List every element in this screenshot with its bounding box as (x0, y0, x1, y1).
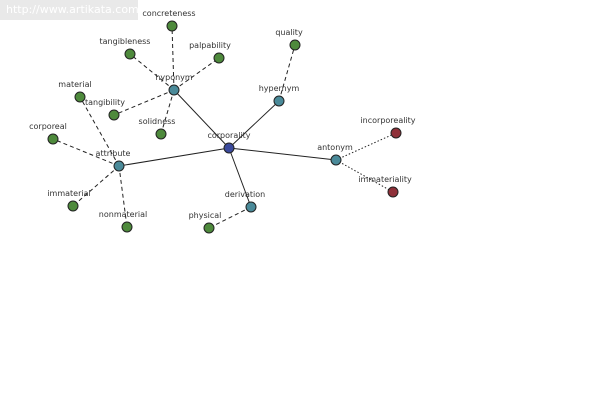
node-material[interactable]: material (58, 80, 92, 103)
node-label-attribute: attribute (96, 149, 131, 158)
node-dot-palpability[interactable] (213, 52, 225, 64)
edge-hyponym-palpability (173, 57, 220, 91)
edge-hyponym-tangibility (113, 89, 175, 116)
node-corporality[interactable]: corporality (207, 131, 251, 154)
node-hyponym[interactable]: hyponym (155, 73, 193, 96)
node-label-hypernym: hypernym (259, 84, 300, 93)
node-incorporeality[interactable]: incorporeality (360, 116, 416, 139)
edge-corporality-hyponym (173, 89, 230, 149)
node-dot-nonmaterial[interactable] (121, 221, 133, 233)
edge-derivation-physical (208, 206, 252, 229)
node-dot-corporeal[interactable] (47, 133, 59, 145)
edge-attribute-corporeal (52, 138, 120, 167)
node-dot-corporality[interactable] (223, 142, 235, 154)
edge-hyponym-concreteness (171, 25, 175, 91)
node-label-incorporeality: incorporeality (360, 116, 415, 125)
node-immaterial[interactable]: immaterial (47, 189, 91, 212)
edge-corporality-derivation (228, 147, 252, 208)
node-label-concreteness: concreteness (142, 9, 195, 18)
node-label-derivation: derivation (225, 190, 265, 199)
node-label-tangibility: tangibility (85, 98, 125, 107)
node-label-hyponym: hyponym (155, 73, 193, 82)
node-concreteness[interactable]: concreteness (142, 9, 196, 32)
node-dot-material[interactable] (74, 91, 86, 103)
edge-corporality-hypernym (228, 100, 280, 149)
edge-hypernym-quality (278, 44, 296, 102)
node-label-immateriality: immateriality (358, 175, 412, 184)
node-immateriality[interactable]: immateriality (358, 175, 412, 198)
node-dot-quality[interactable] (289, 39, 301, 51)
edge-attribute-nonmaterial (118, 165, 128, 228)
node-derivation[interactable]: derivation (225, 190, 265, 213)
node-dot-physical[interactable] (203, 222, 215, 234)
node-dot-concreteness[interactable] (166, 20, 178, 32)
node-dot-derivation[interactable] (245, 201, 257, 213)
node-label-quality: quality (275, 28, 303, 37)
node-dot-solidness[interactable] (155, 128, 167, 140)
node-label-material: material (58, 80, 91, 89)
node-label-solidness: solidness (139, 117, 176, 126)
node-dot-immaterial[interactable] (67, 200, 79, 212)
node-dot-tangibleness[interactable] (124, 48, 136, 60)
node-antonym[interactable]: antonym (317, 143, 353, 166)
node-physical[interactable]: physical (189, 211, 222, 234)
edge-attribute-material (79, 96, 120, 167)
node-dot-hypernym[interactable] (273, 95, 285, 107)
nodes-layer: corporality hyponym hypernym antonym attribu… (29, 9, 416, 234)
watermark-url: http://www.artikata.com (0, 0, 139, 20)
edge-antonym-incorporeality (335, 132, 397, 161)
edge-antonym-immateriality (335, 159, 394, 193)
node-attribute[interactable]: attribute (96, 149, 131, 172)
node-label-physical: physical (189, 211, 222, 220)
node-label-palpability: palpability (189, 41, 231, 50)
edge-hyponym-solidness (160, 89, 175, 135)
node-dot-hyponym[interactable] (168, 84, 180, 96)
node-tangibility[interactable]: tangibility (85, 98, 125, 121)
node-label-tangibleness: tangibleness (100, 37, 151, 46)
node-corporeal[interactable]: corporeal (29, 122, 67, 145)
node-palpability[interactable]: palpability (189, 41, 231, 64)
node-dot-incorporeality[interactable] (390, 127, 402, 139)
node-label-antonym: antonym (317, 143, 353, 152)
node-dot-immateriality[interactable] (387, 186, 399, 198)
node-hypernym[interactable]: hypernym (259, 84, 300, 107)
node-tangibleness[interactable]: tangibleness (100, 37, 151, 60)
node-nonmaterial[interactable]: nonmaterial (99, 210, 147, 233)
node-label-corporality: corporality (207, 131, 250, 140)
edge-corporality-antonym (228, 147, 337, 161)
node-label-nonmaterial: nonmaterial (99, 210, 147, 219)
node-dot-antonym[interactable] (330, 154, 342, 166)
node-dot-attribute[interactable] (113, 160, 125, 172)
node-solidness[interactable]: solidness (139, 117, 176, 140)
node-dot-tangibility[interactable] (108, 109, 120, 121)
node-label-corporeal: corporeal (29, 122, 67, 131)
edge-corporality-attribute (118, 147, 230, 167)
node-quality[interactable]: quality (275, 28, 303, 51)
edge-attribute-immaterial (72, 165, 120, 207)
node-label-immaterial: immaterial (47, 189, 90, 198)
edges-layer (52, 25, 397, 229)
edge-hyponym-tangibleness (129, 53, 175, 91)
